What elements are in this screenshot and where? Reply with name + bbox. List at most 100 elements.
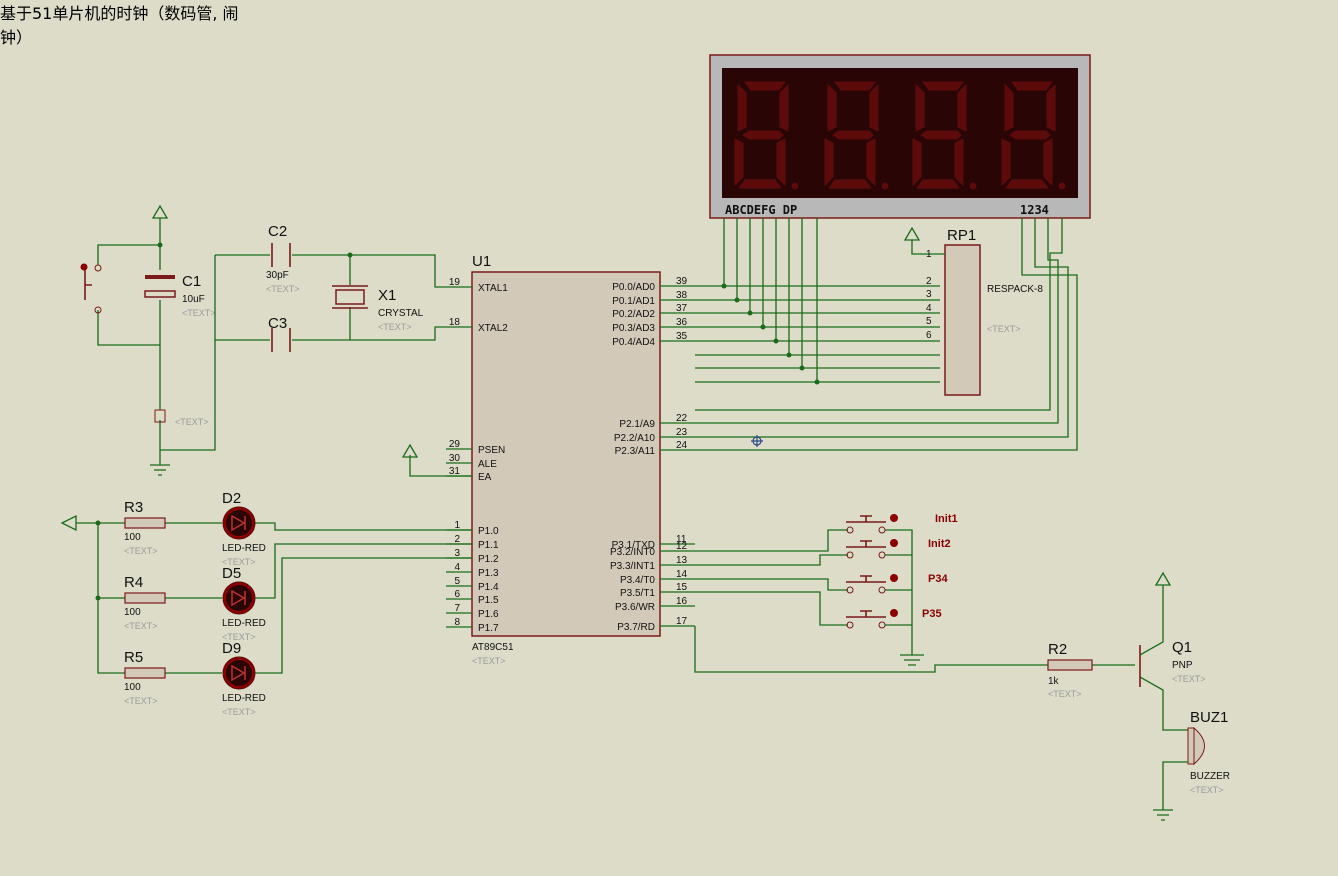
r3-ref: R3 [124, 499, 143, 516]
r3-text: <TEXT> [124, 546, 158, 556]
push-button-p35[interactable]: P35 [846, 608, 942, 629]
r5-ref: R5 [124, 649, 143, 666]
pin-name: P1.1 [478, 540, 499, 551]
pin-number: 17 [676, 616, 688, 627]
r2-ref: R2 [1048, 641, 1067, 658]
q1-ref: Q1 [1172, 639, 1192, 656]
q1-text: <TEXT> [1172, 674, 1206, 684]
pin-name: P0.0/AD0 [612, 282, 655, 293]
seven-segment-display: ABCDEFG DP 1234 [709, 54, 1091, 219]
pin-name: P3.7/RD [617, 622, 655, 633]
rp1-pin: 4 [926, 303, 932, 314]
pin-name: P0.4/AD4 [612, 337, 655, 348]
pin-name: P3.5/T1 [620, 588, 655, 599]
rp1-pin: 5 [926, 316, 932, 327]
buzzer-circuit: R2 1k <TEXT> Q1 PNP <TEXT> BUZ1 BUZZER <… [694, 571, 1230, 821]
rp1-value: RESPACK-8 [987, 284, 1043, 295]
pin-number: 12 [676, 541, 688, 552]
pin-number: 30 [449, 453, 461, 464]
buz1-text: <TEXT> [1190, 785, 1224, 795]
mcu-text: <TEXT> [472, 656, 506, 666]
c2-value: 30pF [266, 270, 289, 281]
mcu-pin-left: 5P1.4 [446, 576, 499, 593]
d5-value: LED-RED [222, 618, 266, 629]
x1-text: <TEXT> [378, 322, 412, 332]
pin-number: 31 [449, 466, 461, 477]
digit-3 [912, 81, 977, 190]
pin-number: 39 [676, 276, 688, 287]
pin-name: ALE [478, 459, 497, 470]
rp1-ref: RP1 [947, 227, 976, 244]
q1-value: PNP [1172, 660, 1193, 671]
pin-name: P3.2/INT0 [610, 547, 655, 558]
r4-text: <TEXT> [124, 621, 158, 631]
pin-name: P3.1/TXD [612, 540, 655, 551]
pin-number: 2 [454, 534, 460, 545]
push-button-init2[interactable]: Init2 [846, 538, 951, 559]
buz1-ref: BUZ1 [1190, 709, 1228, 726]
pin-number: 18 [449, 317, 461, 328]
switch-label: Init1 [935, 513, 958, 525]
mcu-pin-left: 6P1.5 [446, 589, 499, 606]
mcu-ref: U1 [472, 253, 491, 270]
x1-value: CRYSTAL [378, 308, 424, 319]
pin-name: P0.3/AD3 [612, 323, 655, 334]
pin-number: 15 [676, 582, 688, 593]
pin-number: 3 [454, 548, 460, 559]
mcu-pin-left: 8P1.7 [446, 617, 499, 634]
pin-name: P0.2/AD2 [612, 309, 655, 320]
pin-number: 11 [676, 534, 687, 545]
pin-number: 14 [676, 569, 688, 580]
pin-name: P1.5 [478, 595, 499, 606]
d2-text: <TEXT> [222, 557, 256, 567]
pin-name: P1.7 [478, 623, 499, 634]
pin-name: P2.1/A9 [619, 419, 655, 430]
pin-name: EA [478, 472, 492, 483]
title-line-1: 基于51单片机的时钟（数码管, 闹 [0, 4, 239, 23]
digit-4 [1001, 81, 1066, 190]
pin-number: 1 [454, 520, 460, 531]
r5-value: 100 [124, 682, 141, 693]
pin-name: P1.4 [478, 582, 499, 593]
segment-bus-wires [695, 218, 1078, 451]
r5-text: <TEXT> [124, 696, 158, 706]
pin-name: P2.3/A11 [615, 446, 656, 457]
d5-text: <TEXT> [222, 632, 256, 642]
x1-ref: X1 [378, 287, 396, 304]
push-button-p34[interactable]: P34 [846, 573, 948, 594]
c2-text: <TEXT> [266, 284, 300, 294]
pin-number: 35 [676, 331, 688, 342]
rp1-text: <TEXT> [987, 324, 1021, 334]
pin-name: P3.3/INT1 [610, 561, 655, 572]
rp1-pin: 6 [926, 330, 932, 341]
switch-label: P35 [922, 608, 942, 620]
pin-number: 13 [676, 555, 688, 566]
led-circuit: R3100<TEXT>D2LED-RED<TEXT>R4100<TEXT>D5L… [60, 490, 472, 717]
d9-ref: D9 [222, 640, 241, 657]
digit-1 [734, 81, 799, 190]
digit-2 [824, 81, 889, 190]
control-pins-wiring [401, 443, 472, 477]
rp1-pin: 2 [926, 276, 932, 287]
switch-label: Init2 [928, 538, 951, 550]
pin-number: 36 [676, 317, 688, 328]
d2-value: LED-RED [222, 543, 266, 554]
pin-number: 22 [676, 413, 688, 424]
pin-name: PSEN [478, 445, 505, 456]
mcu-part: AT89C51 [472, 642, 514, 653]
push-button-init1[interactable]: Init1 [846, 513, 958, 534]
